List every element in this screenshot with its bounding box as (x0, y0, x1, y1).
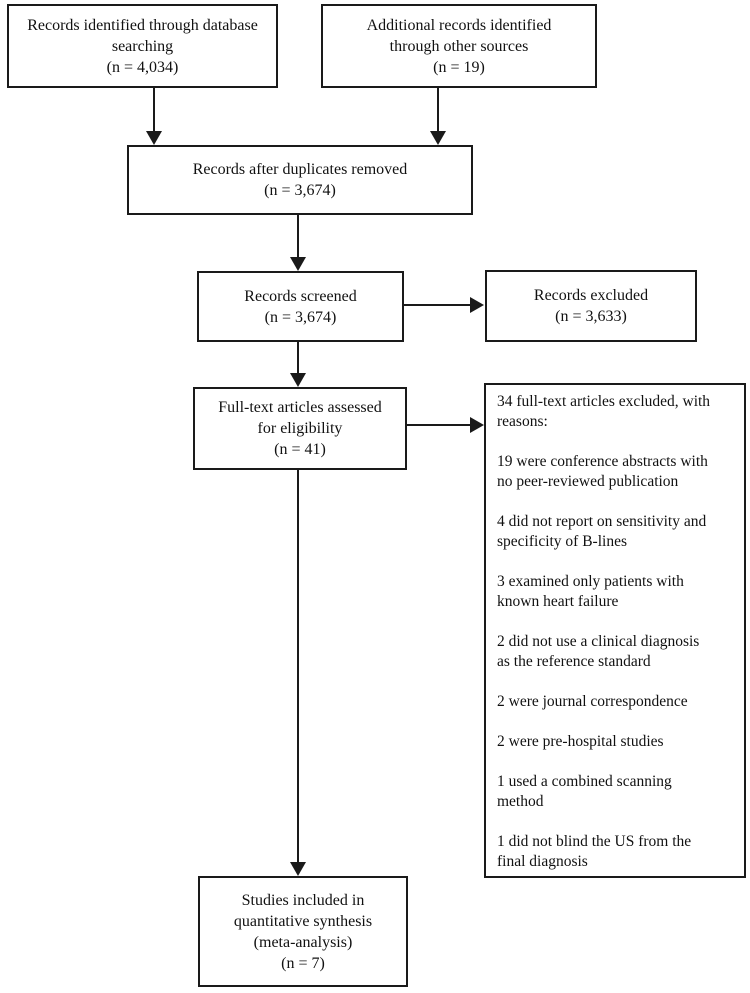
box-studies-included-text: Studies included in quantitative synthes… (233, 891, 373, 972)
arrow-additional-to-dedup-line (437, 88, 439, 131)
arrow-dedup-to-screened-line (297, 215, 299, 257)
box-additional-records-text: Additional records identified through ot… (366, 16, 552, 76)
arrow-screened-to-fulltext-line (297, 342, 299, 373)
arrow-fulltext-to-included-head (290, 862, 306, 876)
box-duplicates-removed-text: Records after duplicates removed (n = 3,… (192, 161, 408, 199)
exclusion-reason-item: 1 did not blind the US from the final di… (497, 833, 692, 870)
exclusion-reason-item: 1 used a combined scanning method (497, 773, 672, 810)
exclusion-reason-item: 3 examined only patients with known hear… (497, 573, 684, 610)
arrow-dedup-to-screened-head (290, 257, 306, 271)
exclusion-reason-item: 4 did not report on sensitivity and spec… (497, 513, 707, 550)
arrow-additional-to-dedup-head (430, 131, 446, 145)
arrow-screened-to-fulltext-head (290, 373, 306, 387)
exclusion-reason-header: 34 full-text articles excluded, with rea… (497, 393, 711, 430)
box-records-identified: Records identified through database sear… (7, 4, 278, 88)
box-exclusion-reasons: 34 full-text articles excluded, with rea… (484, 383, 746, 878)
arrow-identified-to-dedup-head (146, 131, 162, 145)
box-fulltext-assessed-text: Full-text articles assessed for eligibil… (218, 399, 382, 458)
box-fulltext-assessed: Full-text articles assessed for eligibil… (193, 387, 407, 470)
arrow-fulltext-to-reasons-head (470, 417, 484, 433)
arrow-fulltext-to-included-line (297, 470, 299, 862)
box-records-excluded: Records excluded (n = 3,633) (485, 270, 697, 342)
box-records-screened-text: Records screened (n = 3,674) (244, 287, 357, 326)
arrow-fulltext-to-reasons-line (407, 424, 470, 426)
exclusion-reason-item: 2 were pre-hospital studies (497, 733, 664, 750)
exclusion-reason-item: 2 did not use a clinical diagnosis as th… (497, 633, 700, 670)
arrow-identified-to-dedup-line (153, 88, 155, 131)
exclusion-reason-item: 2 were journal correspondence (497, 693, 688, 710)
box-records-screened: Records screened (n = 3,674) (197, 271, 404, 342)
box-additional-records: Additional records identified through ot… (321, 4, 597, 88)
arrow-screened-to-excluded-line (404, 304, 470, 306)
box-records-excluded-text: Records excluded (n = 3,633) (533, 287, 649, 325)
arrow-screened-to-excluded-head (470, 297, 484, 313)
box-records-identified-text: Records identified through database sear… (27, 16, 258, 76)
exclusion-reason-item: 19 were conference abstracts with no pee… (497, 453, 708, 490)
box-duplicates-removed: Records after duplicates removed (n = 3,… (127, 145, 473, 215)
box-studies-included: Studies included in quantitative synthes… (198, 876, 408, 987)
